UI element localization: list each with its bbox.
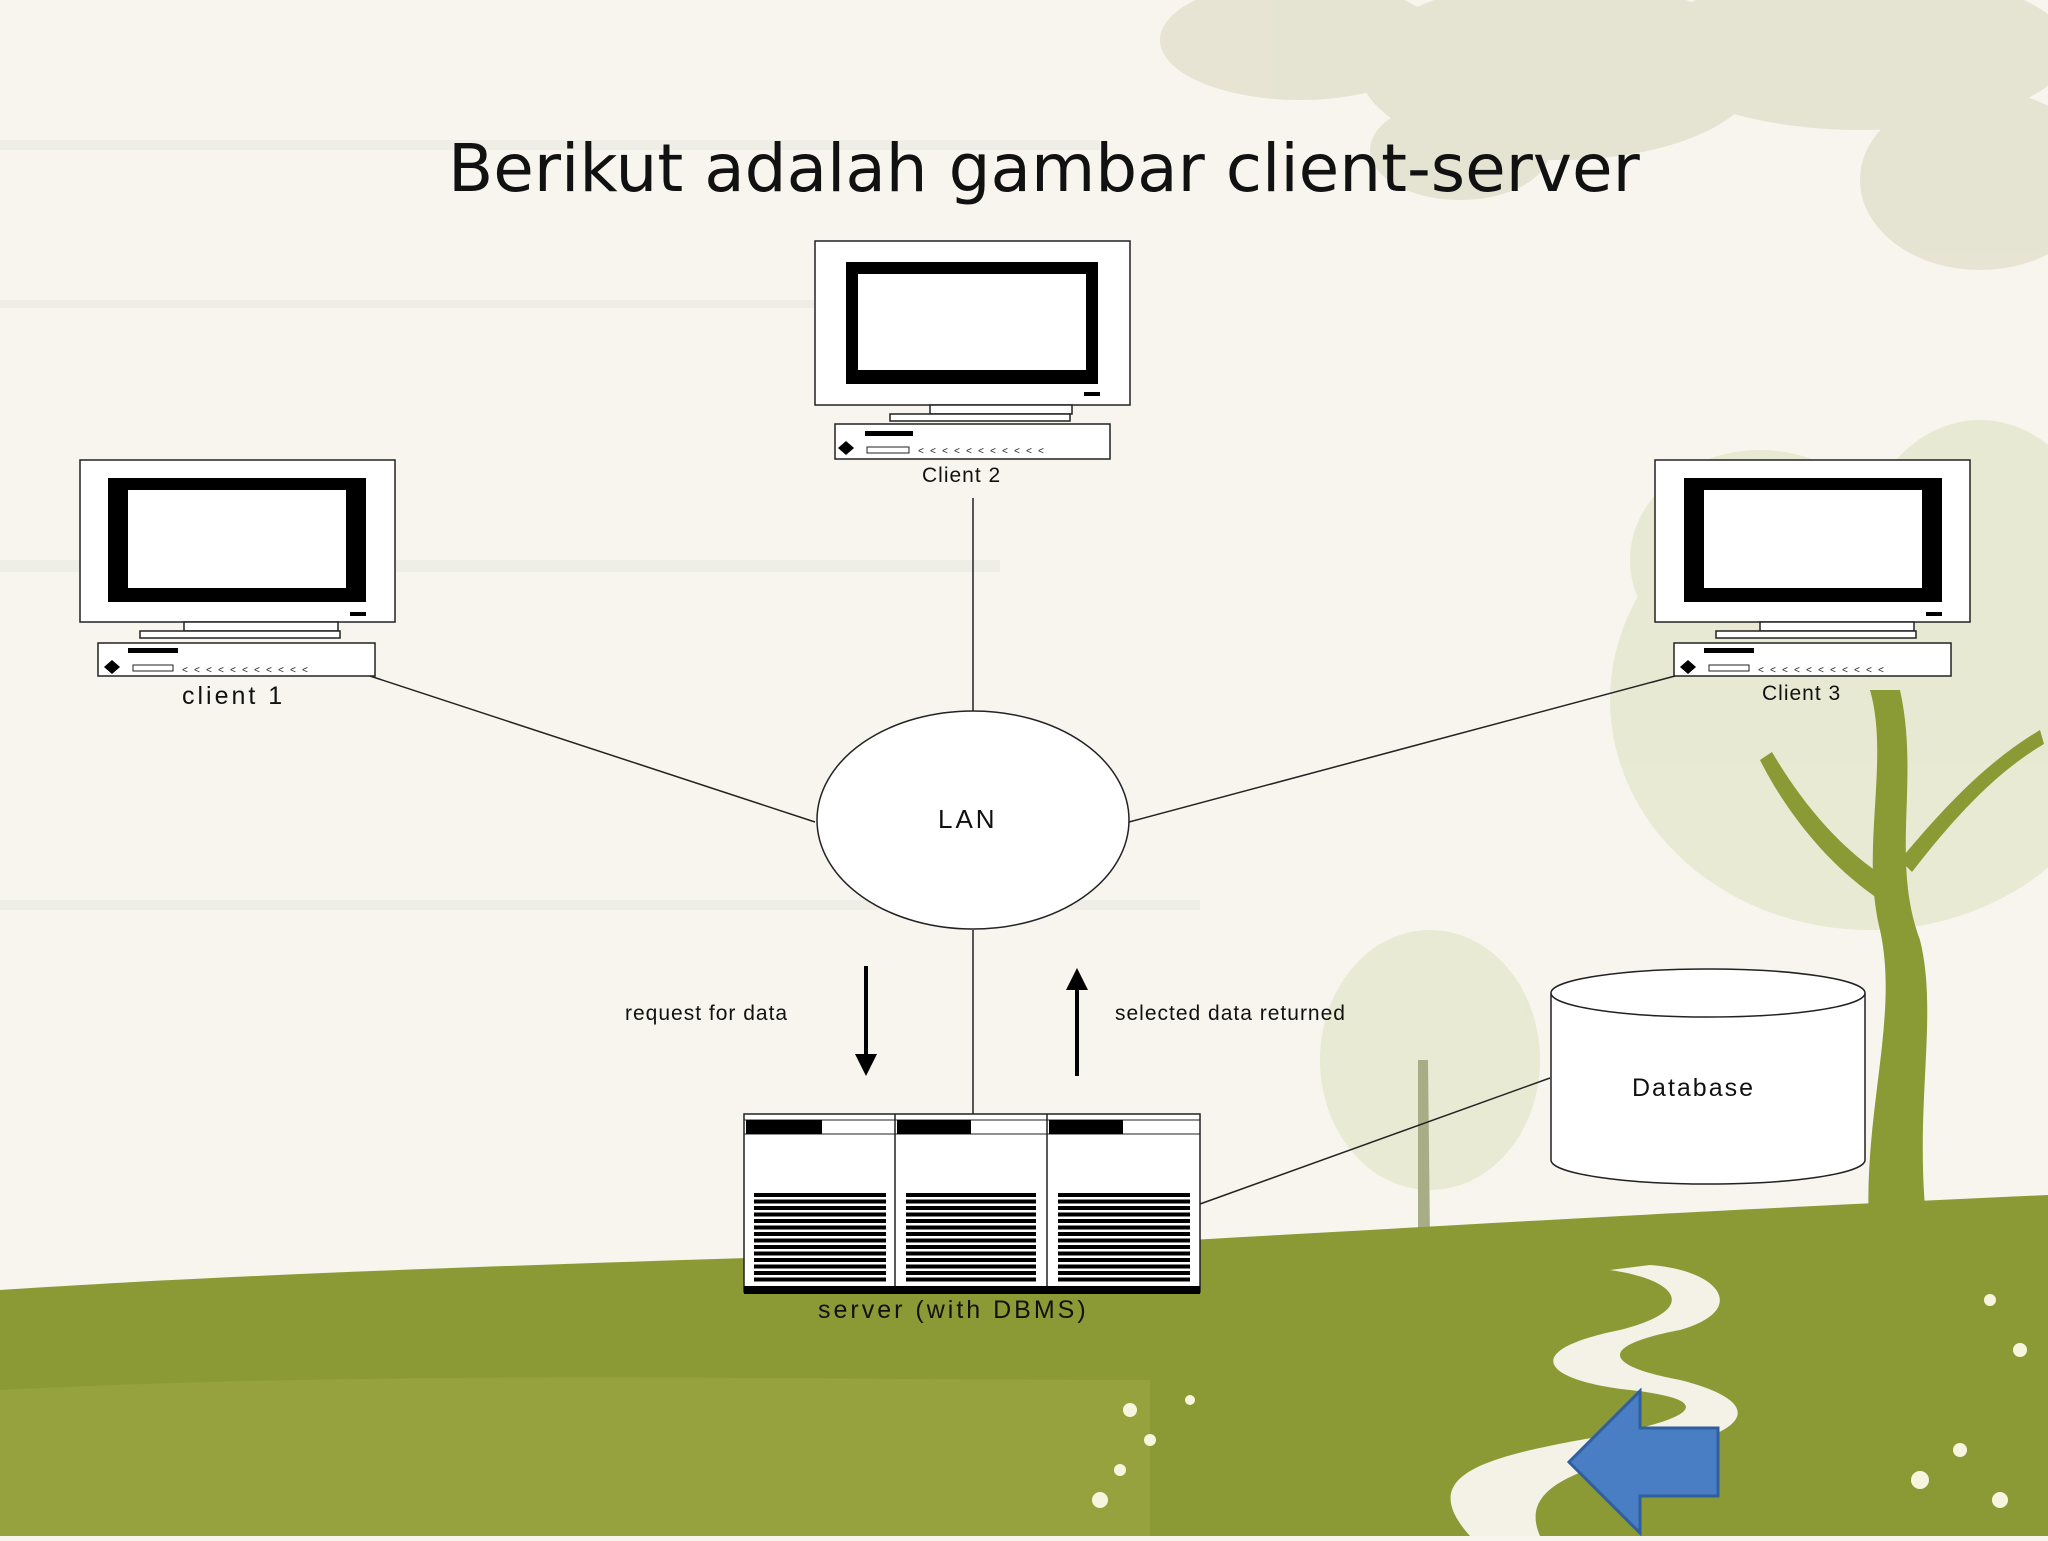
response-label: selected data returned [1115, 1002, 1346, 1025]
client-1-computer: <<<<<<<<<<< [79, 459, 396, 677]
response-arrow [1066, 968, 1088, 1076]
lan-label: LAN [938, 804, 998, 834]
link-client3-lan [1128, 675, 1676, 823]
link-client1-lan [369, 675, 816, 823]
client-3-computer: <<<<<<<<<<< [1654, 459, 1971, 677]
database-label: Database [1632, 1074, 1756, 1102]
back-navigation-button[interactable] [1566, 1387, 1726, 1537]
lan-cloud [816, 710, 1130, 930]
connection-lines [369, 498, 1676, 1205]
server-label: server (with DBMS) [818, 1296, 1089, 1324]
database-cylinder [1550, 968, 1866, 1185]
slide-title: Berikut adalah gambar client-server [448, 130, 1640, 207]
svg-text:<<<<<<<<<<<: <<<<<<<<<<< [918, 447, 1050, 458]
svg-text:<<<<<<<<<<<: <<<<<<<<<<< [1758, 666, 1890, 677]
client-3-label: Client 3 [1762, 682, 1842, 705]
svg-text:<<<<<<<<<<<: <<<<<<<<<<< [182, 666, 314, 677]
left-arrow-icon [1566, 1387, 1720, 1537]
client-1-label: client 1 [182, 682, 286, 710]
request-label: request for data [625, 1002, 789, 1025]
request-arrow [855, 966, 877, 1076]
client-2-computer: <<<<<<<<<<< [814, 240, 1131, 460]
server-rack [743, 1113, 1201, 1294]
link-server-database [1199, 1077, 1551, 1205]
client-2-label: Client 2 [922, 464, 1002, 487]
